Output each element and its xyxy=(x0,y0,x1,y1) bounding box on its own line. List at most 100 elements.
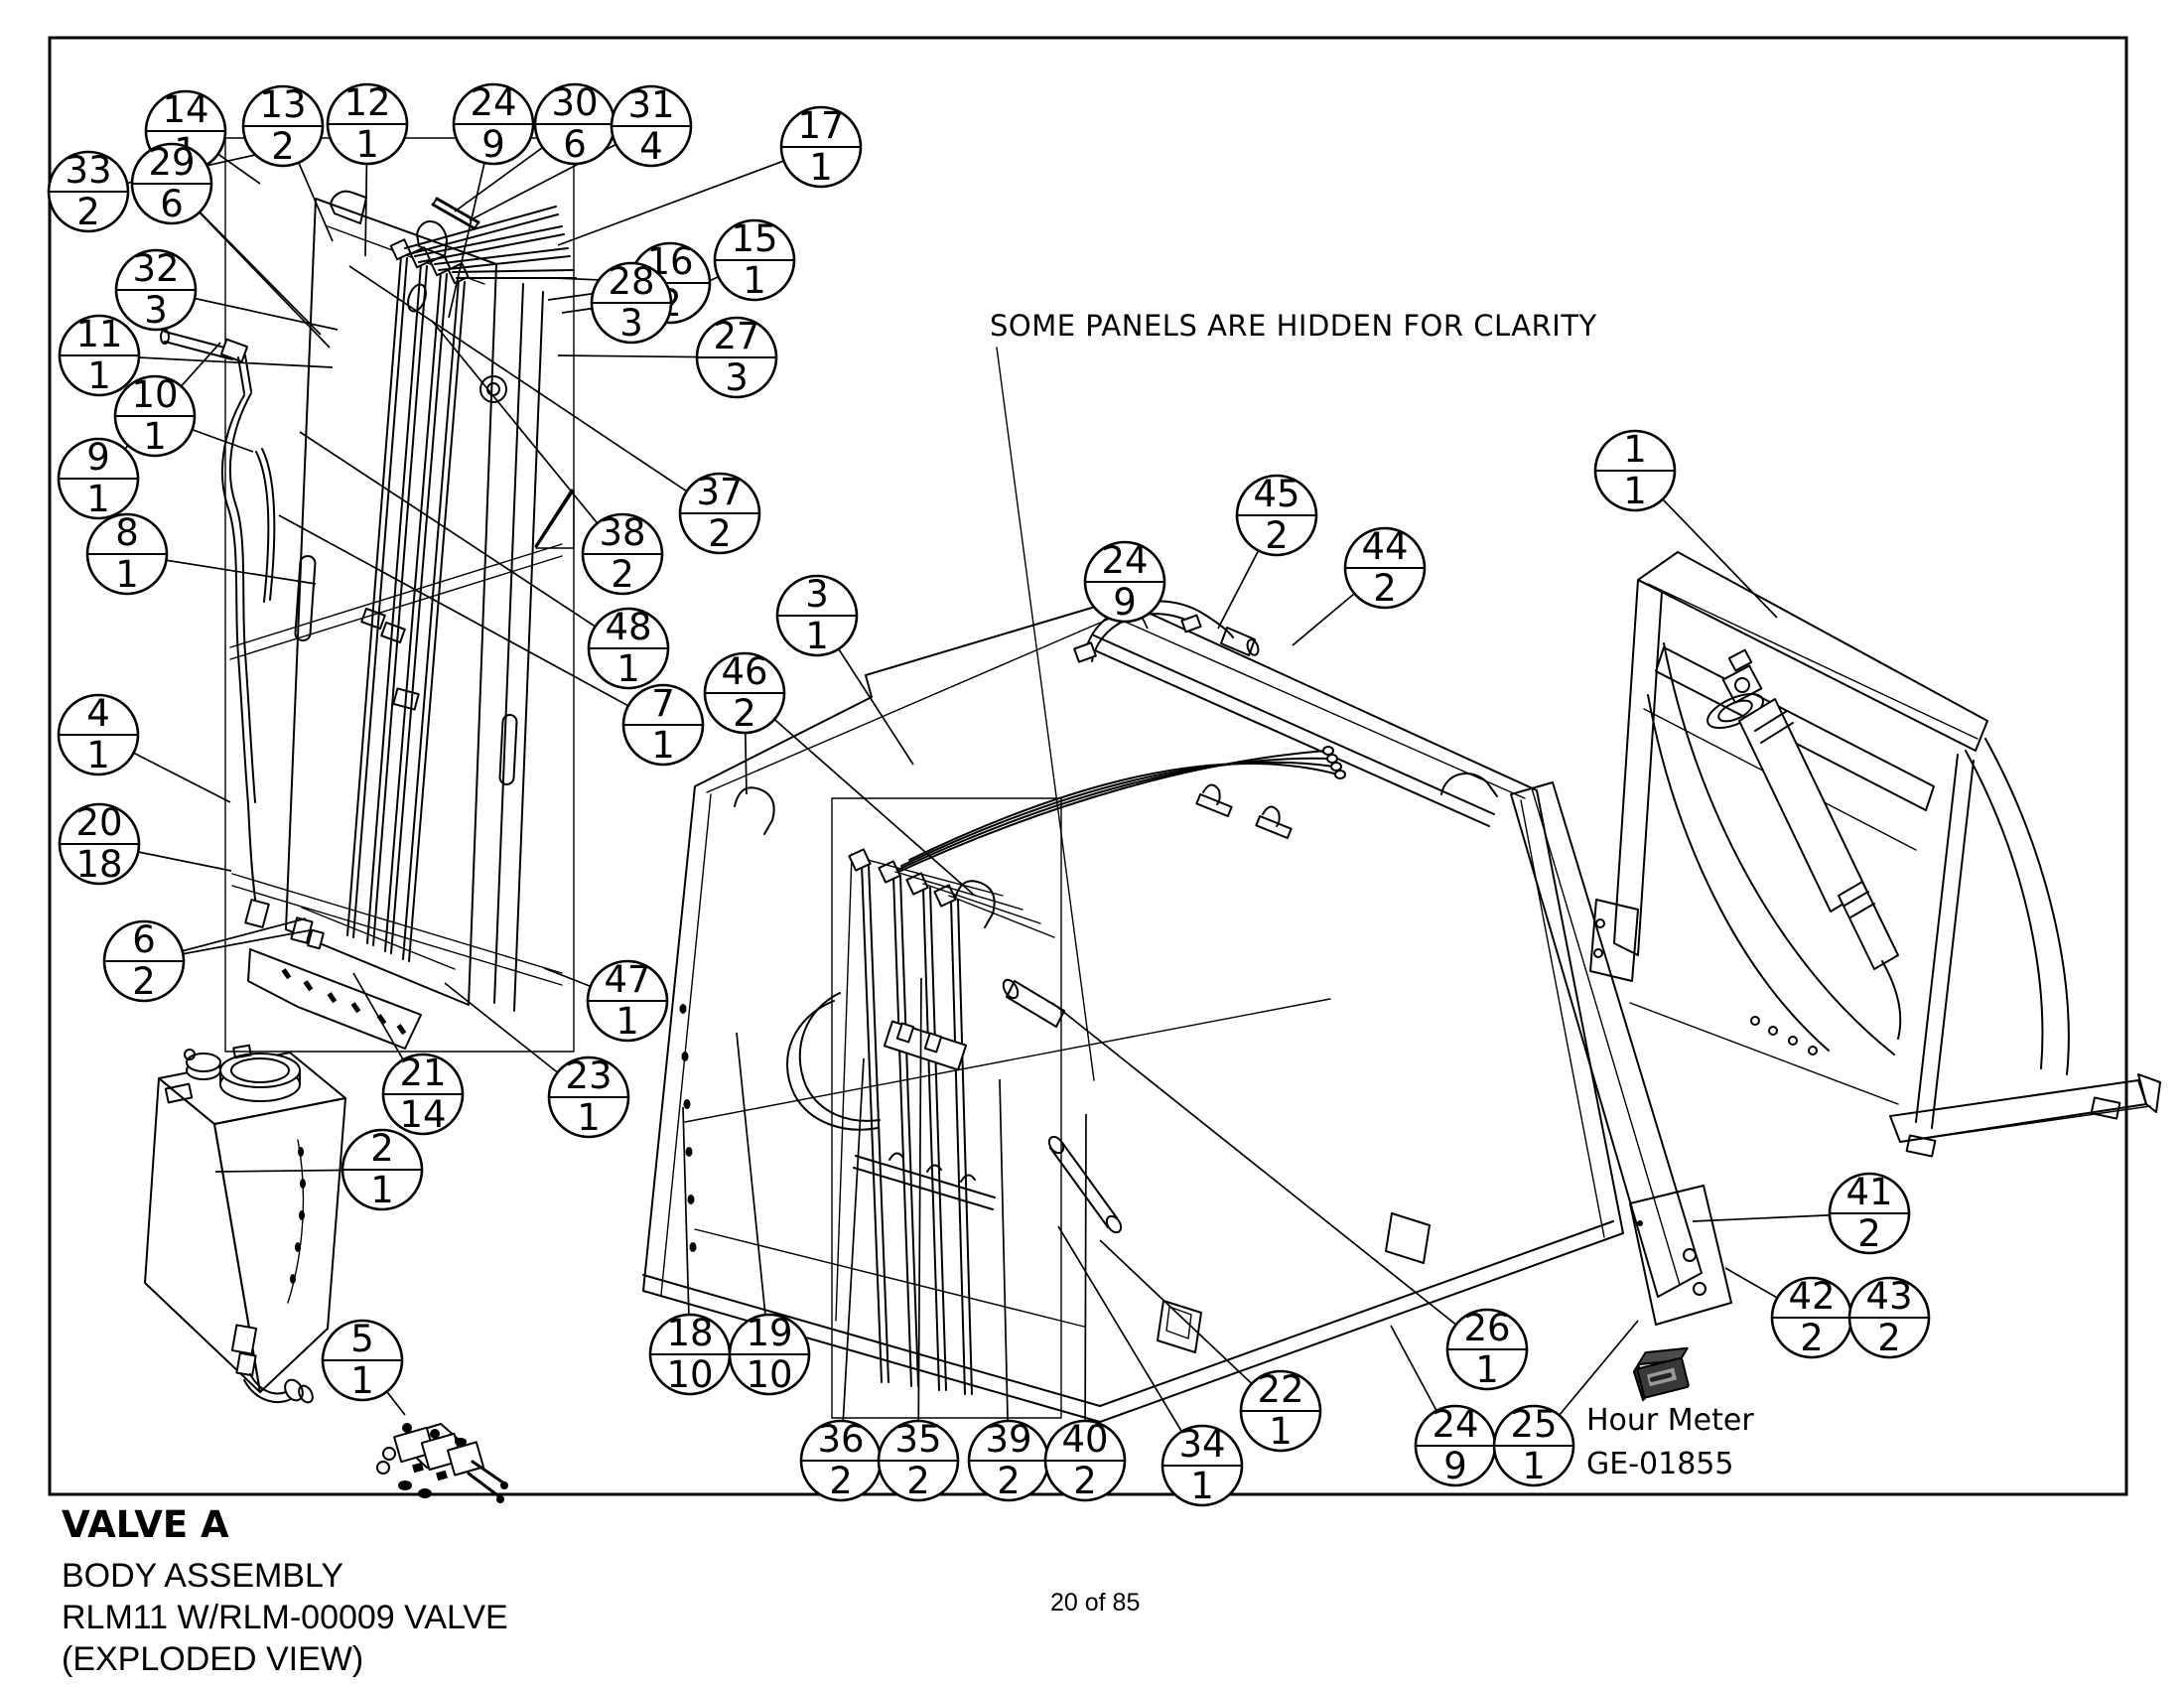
leader-line-item-34 xyxy=(1057,1225,1203,1467)
balloon-quantity: 2 xyxy=(611,553,634,596)
balloon-quantity: 2 xyxy=(1857,1212,1881,1255)
balloon-quantity: 1 xyxy=(809,146,833,189)
balloon-quantity: 10 xyxy=(746,1353,792,1396)
balloon-item-15-18: 151 xyxy=(713,217,796,302)
balloon-item-9-12: 91 xyxy=(57,436,140,520)
balloon-item-number: 31 xyxy=(627,83,674,126)
balloon-item-43-45: 432 xyxy=(1847,1275,1931,1359)
balloon-quantity: 1 xyxy=(86,478,110,520)
leader-line-item-48 xyxy=(299,431,629,649)
balloon-item-45-47: 452 xyxy=(1235,473,1318,557)
balloon-item-31-5: 314 xyxy=(610,83,693,168)
valve-title: VALVE A xyxy=(62,1503,229,1546)
balloon-item-number: 36 xyxy=(817,1418,864,1461)
balloon-item-40-37: 402 xyxy=(1043,1418,1127,1502)
balloon-item-number: 21 xyxy=(399,1052,446,1094)
balloon-quantity: 1 xyxy=(616,647,640,690)
balloon-item-number: 17 xyxy=(797,104,844,147)
balloon-item-number: 9 xyxy=(86,436,110,479)
balloon-item-24-46: 249 xyxy=(1083,539,1166,624)
balloon-item-41-43: 412 xyxy=(1828,1171,1911,1255)
balloon-item-number: 10 xyxy=(131,373,178,416)
balloon-item-12-2: 121 xyxy=(326,81,409,166)
balloon-item-24-41: 249 xyxy=(1414,1403,1497,1487)
balloon-quantity: 10 xyxy=(666,1353,713,1396)
balloon-quantity: 1 xyxy=(370,1169,394,1211)
leader-line-item-35 xyxy=(917,977,922,1462)
note-leader-line xyxy=(996,347,1095,1081)
balloon-quantity: 3 xyxy=(144,289,168,332)
balloon-quantity: 14 xyxy=(399,1093,446,1136)
balloon-quantity: 1 xyxy=(350,1359,374,1402)
balloon-item-37-21: 372 xyxy=(678,471,761,555)
balloon-item-number: 43 xyxy=(1865,1275,1912,1318)
title-line-3: (EXPLODED VIEW) xyxy=(62,1640,363,1678)
balloon-quantity: 2 xyxy=(1800,1317,1824,1359)
balloon-item-number: 48 xyxy=(605,606,651,648)
balloon-item-5-31: 51 xyxy=(321,1318,404,1402)
balloon-item-number: 29 xyxy=(148,141,195,184)
balloon-item-number: 6 xyxy=(132,918,156,961)
balloon-item-number: 40 xyxy=(1061,1418,1108,1461)
balloon-quantity: 1 xyxy=(577,1096,601,1139)
balloon-quantity: 4 xyxy=(639,125,663,168)
balloon-item-2-30: 21 xyxy=(341,1127,424,1211)
balloon-item-11-10: 111 xyxy=(58,313,141,397)
balloon-item-number: 23 xyxy=(565,1055,612,1097)
leader-line-item-18 xyxy=(682,1106,691,1355)
balloons-layer: 1411321212493063141713322963231111019181… xyxy=(47,81,1931,1507)
balloon-quantity: 6 xyxy=(160,183,184,225)
balloon-quantity: 9 xyxy=(481,123,505,166)
balloon-item-27-20: 273 xyxy=(695,315,778,399)
balloon-item-number: 27 xyxy=(713,315,759,357)
balloon-quantity: 9 xyxy=(1113,581,1137,624)
balloon-quantity: 18 xyxy=(75,843,122,886)
valve-assembly-drawing xyxy=(376,1423,508,1503)
balloon-quantity: 1 xyxy=(1623,470,1647,512)
clarity-note: SOME PANELS ARE HIDDEN FOR CLARITY xyxy=(990,309,1597,343)
balloon-quantity: 3 xyxy=(619,302,643,345)
balloon-item-number: 4 xyxy=(86,692,110,735)
balloon-item-22-39: 221 xyxy=(1239,1368,1322,1453)
balloon-item-35-35: 352 xyxy=(877,1418,960,1502)
balloon-quantity: 2 xyxy=(829,1460,853,1502)
balloon-item-number: 39 xyxy=(985,1418,1031,1461)
hour-meter-label: Hour Meter xyxy=(1586,1403,1754,1438)
balloon-item-number: 24 xyxy=(1101,539,1148,582)
balloon-quantity: 1 xyxy=(1269,1410,1293,1453)
line-art xyxy=(144,137,2161,1503)
balloon-item-24-3: 249 xyxy=(452,81,535,166)
balloon-quantity: 1 xyxy=(743,259,766,302)
balloon-item-number: 32 xyxy=(132,247,179,290)
balloon-item-number: 33 xyxy=(65,149,111,192)
balloon-item-number: 46 xyxy=(721,650,767,693)
balloon-item-46-25: 462 xyxy=(703,650,786,735)
balloon-item-23-29: 231 xyxy=(547,1055,630,1139)
title-line-2: RLM11 W/RLM-00009 VALVE xyxy=(62,1599,508,1636)
balloon-quantity: 2 xyxy=(733,692,756,735)
balloon-item-number: 44 xyxy=(1361,525,1408,568)
balloon-quantity: 2 xyxy=(1877,1317,1901,1359)
balloon-item-number: 2 xyxy=(370,1127,394,1170)
leader-line-item-38 xyxy=(431,320,623,555)
balloon-item-28-19: 283 xyxy=(590,260,673,345)
balloon-item-number: 37 xyxy=(696,471,743,513)
balloon-quantity: 1 xyxy=(87,354,111,397)
balloon-item-38-22: 382 xyxy=(581,511,664,596)
detail-box-center xyxy=(831,797,1062,1419)
balloon-item-8-13: 81 xyxy=(85,511,169,596)
balloon-quantity: 1 xyxy=(86,734,110,776)
balloon-quantity: 1 xyxy=(615,1000,639,1043)
tailgate-frame-drawing xyxy=(1589,551,2161,1158)
balloon-item-1-49: 11 xyxy=(1593,428,1677,512)
leader-line-item-37 xyxy=(348,265,721,514)
leader-line-item-22 xyxy=(1099,1239,1282,1412)
balloon-item-6-16: 62 xyxy=(102,918,186,1003)
balloon-item-number: 11 xyxy=(75,313,122,355)
balloon-item-number: 19 xyxy=(746,1312,792,1354)
balloon-item-number: 13 xyxy=(259,83,306,126)
